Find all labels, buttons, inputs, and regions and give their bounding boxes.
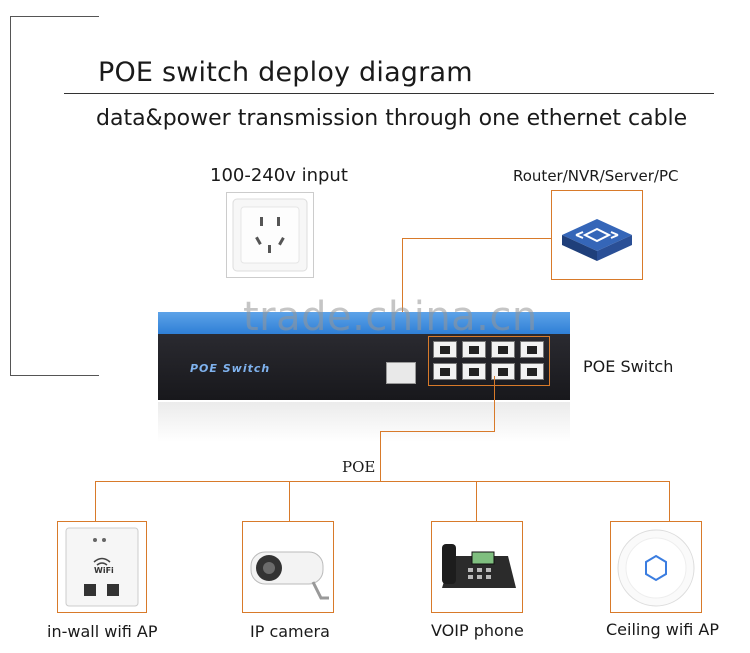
poe-branch-2 xyxy=(289,481,290,523)
poe-port-3 xyxy=(491,341,515,358)
power-socket-icon xyxy=(232,198,308,272)
poe-switch-label: POE Switch xyxy=(583,357,674,376)
device-label-wall-ap: in-wall wifi AP xyxy=(47,622,158,641)
poe-port-7 xyxy=(491,363,515,380)
router-box xyxy=(551,190,643,280)
frame-bracket xyxy=(10,16,99,376)
diagram-title: POE switch deploy diagram xyxy=(98,57,473,88)
poe-port-2 xyxy=(462,341,486,358)
power-input-label: 100-240v input xyxy=(210,165,348,186)
poe-bus xyxy=(95,481,669,482)
poe-drop-2 xyxy=(380,431,381,481)
ceiling-ap-icon xyxy=(617,529,695,607)
title-underline xyxy=(64,93,714,94)
poe-switch-device: POE Switch xyxy=(158,312,570,442)
diagram-subtitle: data&power transmission through one ethe… xyxy=(96,106,688,131)
device-box-voip-phone xyxy=(431,521,523,613)
voip-phone-icon xyxy=(442,544,516,588)
poe-port-8 xyxy=(520,363,544,380)
switch-face-label: POE Switch xyxy=(190,362,271,375)
poe-branch-4 xyxy=(669,481,670,523)
power-socket-box xyxy=(226,192,314,278)
poe-shelf xyxy=(380,431,495,432)
device-label-voip-phone: VOIP phone xyxy=(431,621,524,640)
watermark-text: trade.china.cn xyxy=(243,294,538,340)
wall-ap-icon xyxy=(65,527,139,607)
router-label: Router/NVR/Server/PC xyxy=(513,167,679,185)
wall-ap-wifi-text: WiFi xyxy=(94,566,114,575)
router-connector-h xyxy=(402,238,552,239)
poe-port-1 xyxy=(433,341,457,358)
poe-branch-3 xyxy=(476,481,477,523)
router-connector-v xyxy=(402,238,403,356)
poe-branch-1 xyxy=(95,481,96,523)
switch-reflection xyxy=(158,402,570,442)
switch-top-panel xyxy=(158,312,570,334)
poe-port-4 xyxy=(520,341,544,358)
poe-port-5 xyxy=(433,363,457,380)
device-label-ip-camera: IP camera xyxy=(250,622,330,641)
device-label-ceiling-ap: Ceiling wifi AP xyxy=(606,620,720,639)
network-switch-icon xyxy=(562,219,632,261)
uplink-port xyxy=(386,362,416,384)
device-box-ceiling-ap xyxy=(610,521,702,613)
device-box-ip-camera xyxy=(242,521,334,613)
ip-camera-icon xyxy=(250,551,329,600)
poe-port-bank xyxy=(428,336,550,386)
poe-drop-1 xyxy=(494,376,495,431)
poe-label: POE xyxy=(342,458,376,476)
device-box-wall-ap: WiFi xyxy=(57,521,147,613)
poe-port-6 xyxy=(462,363,486,380)
